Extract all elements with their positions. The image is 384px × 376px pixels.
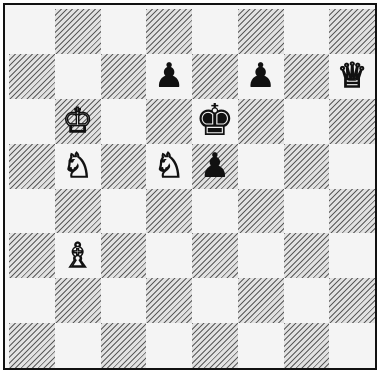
square-e6[interactable]: ♚ bbox=[192, 99, 238, 144]
white-knight-b5[interactable]: ♘ bbox=[62, 149, 92, 183]
square-g5[interactable] bbox=[284, 144, 330, 189]
square-e5[interactable]: ♟ bbox=[192, 144, 238, 189]
black-king-e6[interactable]: ♚ bbox=[195, 99, 234, 143]
square-a2[interactable] bbox=[9, 278, 55, 323]
square-f4[interactable] bbox=[238, 189, 284, 234]
square-e7[interactable] bbox=[192, 54, 238, 99]
square-h2[interactable] bbox=[329, 278, 375, 323]
square-g2[interactable] bbox=[284, 278, 330, 323]
square-g4[interactable] bbox=[284, 189, 330, 234]
square-c7[interactable] bbox=[101, 54, 147, 99]
square-f6[interactable] bbox=[238, 99, 284, 144]
square-b7[interactable] bbox=[55, 54, 101, 99]
square-e8[interactable] bbox=[192, 9, 238, 54]
square-g7[interactable] bbox=[284, 54, 330, 99]
black-pawn-d7[interactable]: ♟ bbox=[154, 59, 184, 93]
square-h5[interactable] bbox=[329, 144, 375, 189]
square-b6[interactable]: ♔ bbox=[55, 99, 101, 144]
square-a8[interactable] bbox=[9, 9, 55, 54]
square-d2[interactable] bbox=[146, 278, 192, 323]
square-c8[interactable] bbox=[101, 9, 147, 54]
square-e2[interactable] bbox=[192, 278, 238, 323]
black-pawn-f7[interactable]: ♟ bbox=[245, 59, 275, 93]
square-b4[interactable] bbox=[55, 189, 101, 234]
square-c5[interactable] bbox=[101, 144, 147, 189]
square-c3[interactable] bbox=[101, 233, 147, 278]
square-f1[interactable] bbox=[238, 323, 284, 368]
square-g3[interactable] bbox=[284, 233, 330, 278]
square-a5[interactable] bbox=[9, 144, 55, 189]
square-a6[interactable] bbox=[9, 99, 55, 144]
square-e4[interactable] bbox=[192, 189, 238, 234]
square-a7[interactable] bbox=[9, 54, 55, 99]
square-b5[interactable]: ♘ bbox=[55, 144, 101, 189]
square-d1[interactable] bbox=[146, 323, 192, 368]
square-f7[interactable]: ♟ bbox=[238, 54, 284, 99]
square-f3[interactable] bbox=[238, 233, 284, 278]
white-knight-d5[interactable]: ♘ bbox=[154, 149, 184, 183]
square-e3[interactable] bbox=[192, 233, 238, 278]
square-h4[interactable] bbox=[329, 189, 375, 234]
black-pawn-e5[interactable]: ♟ bbox=[200, 149, 230, 183]
white-king-b6[interactable]: ♔ bbox=[62, 104, 92, 138]
square-h6[interactable] bbox=[329, 99, 375, 144]
square-d8[interactable] bbox=[146, 9, 192, 54]
square-c4[interactable] bbox=[101, 189, 147, 234]
square-b8[interactable] bbox=[55, 9, 101, 54]
square-f8[interactable] bbox=[238, 9, 284, 54]
square-b3[interactable]: ♗ bbox=[55, 233, 101, 278]
square-f5[interactable] bbox=[238, 144, 284, 189]
square-e1[interactable] bbox=[192, 323, 238, 368]
square-a4[interactable] bbox=[9, 189, 55, 234]
square-b2[interactable] bbox=[55, 278, 101, 323]
square-d3[interactable] bbox=[146, 233, 192, 278]
square-d4[interactable] bbox=[146, 189, 192, 234]
square-h1[interactable] bbox=[329, 323, 375, 368]
square-c6[interactable] bbox=[101, 99, 147, 144]
square-g1[interactable] bbox=[284, 323, 330, 368]
square-f2[interactable] bbox=[238, 278, 284, 323]
white-queen-h7[interactable]: ♕ bbox=[337, 59, 367, 93]
square-g8[interactable] bbox=[284, 9, 330, 54]
square-a3[interactable] bbox=[9, 233, 55, 278]
square-h8[interactable] bbox=[329, 9, 375, 54]
square-h7[interactable]: ♕ bbox=[329, 54, 375, 99]
square-h3[interactable] bbox=[329, 233, 375, 278]
square-g6[interactable] bbox=[284, 99, 330, 144]
square-d7[interactable]: ♟ bbox=[146, 54, 192, 99]
chessboard: ♟ ♟ ♕ ♔ ♚ ♘ ♘ ♟ ♗ bbox=[9, 9, 375, 368]
white-bishop-b3[interactable]: ♗ bbox=[62, 239, 92, 273]
square-d5[interactable]: ♘ bbox=[146, 144, 192, 189]
square-c2[interactable] bbox=[101, 278, 147, 323]
square-b1[interactable] bbox=[55, 323, 101, 368]
chessboard-frame: ♟ ♟ ♕ ♔ ♚ ♘ ♘ ♟ ♗ bbox=[3, 3, 377, 370]
square-c1[interactable] bbox=[101, 323, 147, 368]
square-d6[interactable] bbox=[146, 99, 192, 144]
square-a1[interactable] bbox=[9, 323, 55, 368]
